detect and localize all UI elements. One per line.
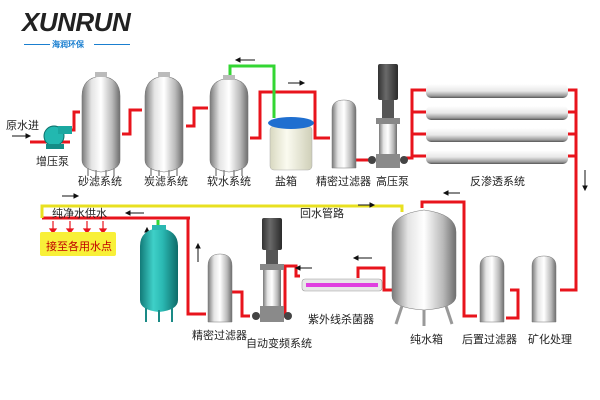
precision-filter-2	[207, 253, 233, 323]
carbon-filter-label: 炭滤系统	[144, 175, 188, 188]
sand-filter-vessel	[81, 72, 121, 176]
softener-to-filter-pipe	[250, 90, 330, 140]
points-of-use-label: 接至各用水点	[46, 240, 112, 253]
pressure-tank	[140, 225, 178, 322]
ro-membranes	[426, 84, 568, 164]
pure-water-supply-label: 纯净水供水	[52, 207, 107, 220]
filter-to-supply-pipe	[186, 216, 206, 316]
pump-to-ro-pipe	[404, 88, 426, 160]
salt-tank	[268, 117, 314, 171]
precision-filter-1	[331, 99, 357, 169]
mineral-to-post-filter-pipe	[506, 288, 520, 320]
logo-rule-right	[94, 44, 130, 45]
uv-sterilizer	[301, 278, 383, 292]
logo-subtitle: 海润环保	[52, 40, 84, 49]
logo-brand: XUNRUN	[22, 7, 131, 37]
salt-tank-label: 盐箱	[275, 175, 297, 188]
tank-to-uv-pipe	[356, 266, 392, 292]
post-filter-to-tank-pipe	[420, 200, 477, 318]
sand-to-carbon-pipe	[122, 108, 142, 136]
post-filter	[479, 255, 505, 323]
logo: XUNRUN 海润环保	[22, 7, 131, 49]
sand-filter-label: 砂滤系统	[78, 175, 122, 188]
booster-pump	[43, 125, 72, 149]
ro-system-label: 反渗透系统	[470, 175, 525, 188]
variable-freq-label: 自动变频系统	[246, 337, 312, 350]
logo-rule-left	[24, 44, 50, 45]
return-pipe-label: 回水管路	[300, 207, 344, 220]
precision-filter-1-label: 精密过滤器	[316, 175, 371, 188]
points-of-use-box: 接至各用水点	[40, 232, 116, 256]
carbon-to-softener-pipe	[186, 106, 208, 128]
ro-to-mineral-pipe	[560, 88, 578, 292]
high-pressure-pump	[368, 64, 408, 168]
high-pressure-pump-label: 高压泵	[376, 175, 409, 188]
uv-sterilizer-label: 紫外线杀菌器	[308, 313, 374, 326]
flow-arrows	[12, 57, 588, 271]
booster-to-filter-pipe	[232, 290, 250, 318]
supply-arrows	[48, 221, 108, 234]
raw-water-in-label: 原水进	[6, 119, 39, 132]
precision-filter-2-label: 精密过滤器	[192, 329, 247, 342]
pure-water-tank-label: 纯水箱	[410, 333, 443, 346]
brine-pipe	[228, 64, 276, 118]
post-filter-label: 后置过滤器	[462, 333, 517, 346]
softener-label: 软水系统	[207, 175, 251, 188]
pure-water-tank	[391, 209, 457, 326]
softener-vessel	[209, 75, 249, 176]
mineralization-filter	[531, 255, 557, 323]
mineralization-label: 矿化处理	[528, 333, 572, 346]
booster-pump-label: 增压泵	[36, 155, 69, 168]
variable-frequency-pump	[252, 218, 292, 322]
return-pipe	[40, 204, 404, 218]
carbon-filter-vessel	[144, 72, 184, 176]
